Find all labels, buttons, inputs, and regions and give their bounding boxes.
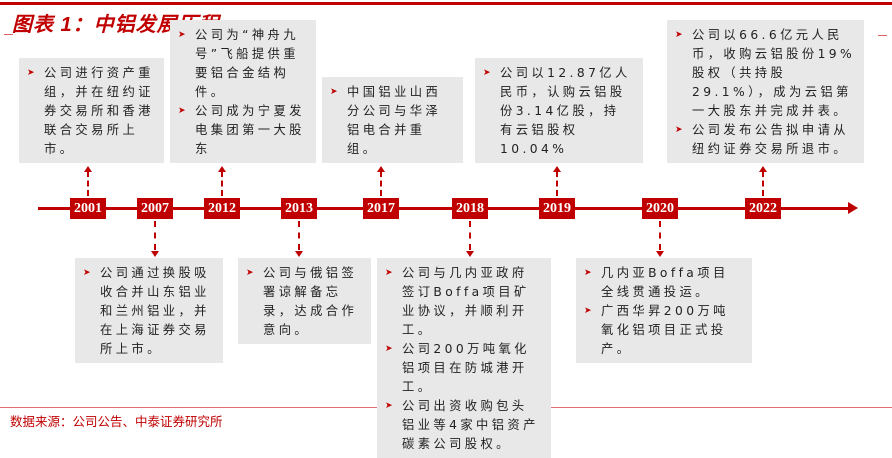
event-item: ➤ 几内亚Boffa项目全线贯通投运。: [584, 264, 744, 302]
event-text: 公司与几内亚政府签订Boffa项目矿业协议，并顺利开工。: [402, 266, 530, 337]
event-text: 公司成为宁夏发电集团第一大股东: [195, 104, 305, 156]
event-text: 公司出资收购包头铝业等4家中铝资产碳素公司股权。: [402, 399, 539, 451]
year-label-2020: 2020: [642, 198, 678, 219]
year-label-2012: 2012: [204, 198, 240, 219]
event-box-2012: ➤ 公司为“神舟九号”飞船提供重要铝合金结构件。 ➤ 公司成为宁夏发电集团第一大股东: [170, 20, 316, 163]
event-text: 公司200万吨氧化铝项目在防城港开工。: [402, 342, 530, 394]
connector-2012: [221, 171, 223, 196]
timeline-axis: [38, 207, 850, 210]
event-text: 公司通过换股吸收合并山东铝业和兰州铝业，并在上海证券交易所上市。: [100, 266, 210, 356]
timeline-arrowhead-icon: [848, 202, 858, 214]
arrow-up-icon: [377, 166, 385, 172]
arrow-down-icon: [656, 251, 664, 257]
arrow-bullet-icon: ➤: [385, 268, 393, 278]
arrow-up-icon: [759, 166, 767, 172]
source-note: 数据来源：公司公告、中泰证券研究所: [10, 414, 223, 429]
event-item: ➤ 公司200万吨氧化铝项目在防城港开工。: [385, 340, 543, 397]
event-box-2001: ➤ 公司进行资产重组，并在纽约证券交易所和香港联合交易所上市。: [19, 58, 164, 163]
arrow-bullet-icon: ➤: [483, 68, 491, 78]
arrow-bullet-icon: ➤: [385, 344, 393, 354]
figure-title: 图表 1：中铝发展历程: [12, 14, 220, 36]
event-item: ➤ 广西华昇200万吨氧化铝项目正式投产。: [584, 302, 744, 359]
year-label-2022: 2022: [745, 198, 781, 219]
arrow-bullet-icon: ➤: [675, 30, 683, 40]
event-item: ➤ 公司与几内亚政府签订Boffa项目矿业协议，并顺利开工。: [385, 264, 543, 340]
connector-2017: [380, 171, 382, 196]
connector-2019: [556, 171, 558, 196]
connector-2007: [154, 221, 156, 250]
title-tick: [4, 34, 13, 35]
arrow-bullet-icon: ➤: [385, 401, 393, 411]
arrow-bullet-icon: ➤: [584, 306, 592, 316]
event-text: 中国铝业山西分公司与华泽铝电合并重组。: [347, 85, 442, 156]
arrow-bullet-icon: ➤: [584, 268, 592, 278]
event-item: ➤ 公司成为宁夏发电集团第一大股东: [178, 102, 308, 159]
event-box-2022: ➤ 公司以66.6亿元人民币，收购云铝股份19%股权（共持股29.1%），成为云铝…: [667, 20, 864, 163]
event-text: 广西华昇200万吨氧化铝项目正式投产。: [601, 304, 729, 356]
event-text: 公司以66.6亿元人民币，收购云铝股份19%股权（共持股29.1%），成为云铝第…: [692, 28, 856, 118]
event-text: 公司发布公告拟申请从纽约证券交易所退市。: [692, 123, 849, 156]
year-label-2001: 2001: [70, 198, 106, 219]
arrow-bullet-icon: ➤: [83, 268, 91, 278]
event-box-2007: ➤ 公司通过换股吸收合并山东铝业和兰州铝业，并在上海证券交易所上市。: [75, 258, 223, 363]
event-box-2013: ➤ 公司与俄铝签署谅解备忘录，达成合作意向。: [238, 258, 371, 344]
arrow-bullet-icon: ➤: [178, 106, 186, 116]
connector-2018: [469, 221, 471, 250]
arrow-down-icon: [151, 251, 159, 257]
arrow-up-icon: [218, 166, 226, 172]
event-item: ➤ 公司与俄铝签署谅解备忘录，达成合作意向。: [246, 264, 363, 340]
connector-2013: [298, 221, 300, 250]
arrow-bullet-icon: ➤: [27, 68, 35, 78]
connector-2022: [762, 171, 764, 196]
arrow-bullet-icon: ➤: [675, 125, 683, 135]
year-label-2018: 2018: [452, 198, 488, 219]
arrow-up-icon: [84, 166, 92, 172]
arrow-bullet-icon: ➤: [246, 268, 254, 278]
event-text: 公司以12.87亿人民币，认购云铝股份3.14亿股，持有云铝股权10.04%: [500, 66, 631, 156]
year-label-2007: 2007: [137, 198, 173, 219]
connector-2001: [87, 171, 89, 196]
corner-tick: [878, 35, 887, 36]
event-item: ➤ 公司以66.6亿元人民币，收购云铝股份19%股权（共持股29.1%），成为云铝…: [675, 26, 856, 121]
event-item: ➤ 公司通过换股吸收合并山东铝业和兰州铝业，并在上海证券交易所上市。: [83, 264, 215, 359]
header-rule: [0, 2, 892, 5]
arrow-bullet-icon: ➤: [178, 30, 186, 40]
arrow-up-icon: [553, 166, 561, 172]
event-text: 公司进行资产重组，并在纽约证券交易所和香港联合交易所上市。: [44, 66, 154, 156]
event-item: ➤ 中国铝业山西分公司与华泽铝电合并重组。: [330, 83, 455, 159]
connector-2020: [659, 221, 661, 250]
event-box-2017: ➤ 中国铝业山西分公司与华泽铝电合并重组。: [322, 77, 463, 163]
event-box-2020: ➤ 几内亚Boffa项目全线贯通投运。 ➤ 广西华昇200万吨氧化铝项目正式投产。: [576, 258, 752, 363]
event-item: ➤ 公司进行资产重组，并在纽约证券交易所和香港联合交易所上市。: [27, 64, 156, 159]
arrow-down-icon: [295, 251, 303, 257]
event-text: 公司与俄铝签署谅解备忘录，达成合作意向。: [263, 266, 358, 337]
event-item: ➤ 公司发布公告拟申请从纽约证券交易所退市。: [675, 121, 856, 159]
arrow-down-icon: [466, 251, 474, 257]
event-item: ➤ 公司出资收购包头铝业等4家中铝资产碳素公司股权。: [385, 397, 543, 454]
event-box-2019: ➤ 公司以12.87亿人民币，认购云铝股份3.14亿股，持有云铝股权10.04%: [475, 58, 643, 163]
event-text: 几内亚Boffa项目全线贯通投运。: [601, 266, 729, 299]
event-box-2018: ➤ 公司与几内亚政府签订Boffa项目矿业协议，并顺利开工。 ➤ 公司200万吨氧化铝…: [377, 258, 551, 458]
event-item: ➤ 公司以12.87亿人民币，认购云铝股份3.14亿股，持有云铝股权10.04%: [483, 64, 635, 159]
year-label-2017: 2017: [363, 198, 399, 219]
year-label-2013: 2013: [281, 198, 317, 219]
event-item: ➤ 公司为“神舟九号”飞船提供重要铝合金结构件。: [178, 26, 308, 102]
arrow-bullet-icon: ➤: [330, 87, 338, 97]
year-label-2019: 2019: [539, 198, 575, 219]
event-text: 公司为“神舟九号”飞船提供重要铝合金结构件。: [195, 28, 299, 99]
